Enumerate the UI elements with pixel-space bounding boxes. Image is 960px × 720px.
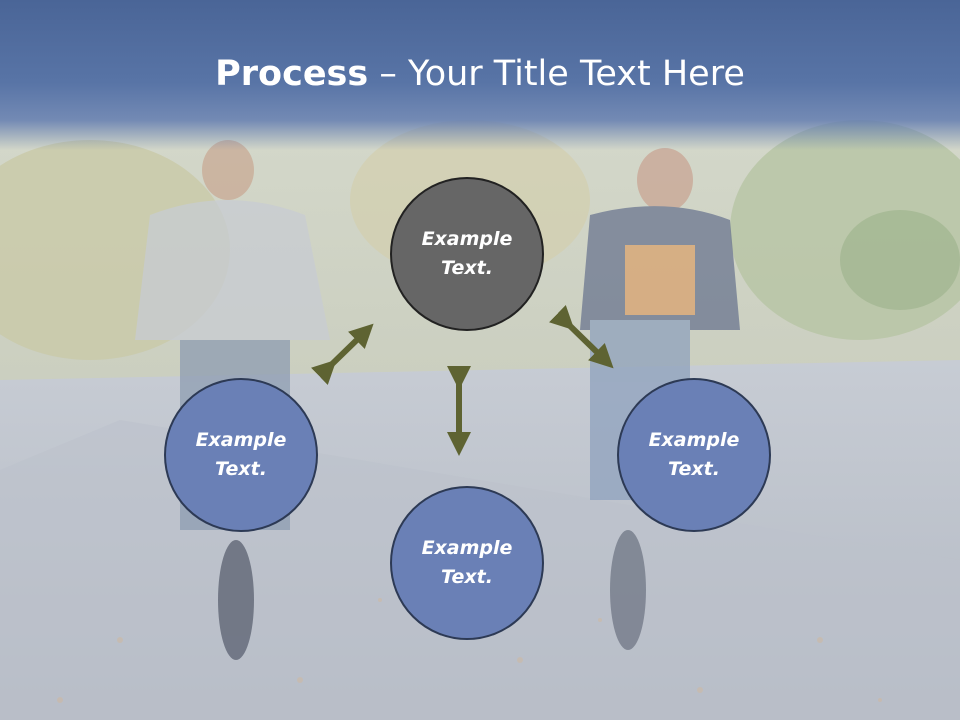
node-bottom-line2: Text.: [441, 566, 493, 588]
node-top[interactable]: Example Text.: [390, 177, 544, 331]
title-rest: – Your Title Text Here: [368, 54, 745, 94]
node-top-line2: Text.: [441, 257, 493, 279]
node-left-line2: Text.: [215, 458, 267, 480]
title-bold: Process: [215, 54, 369, 94]
arrow-top-right: [549, 305, 614, 369]
node-left-line1: Example: [195, 429, 287, 451]
node-right-line2: Text.: [668, 458, 720, 480]
node-bottom[interactable]: Example Text.: [390, 486, 544, 640]
title-band: [0, 0, 960, 150]
node-top-line1: Example: [421, 228, 513, 250]
node-left[interactable]: Example Text.: [164, 378, 318, 532]
node-right-line1: Example: [648, 429, 740, 451]
arrow-top-left: [311, 323, 374, 385]
node-right[interactable]: Example Text.: [617, 378, 771, 532]
slide-title[interactable]: Process – Your Title Text Here: [0, 50, 960, 98]
node-bottom-line1: Example: [421, 537, 513, 559]
